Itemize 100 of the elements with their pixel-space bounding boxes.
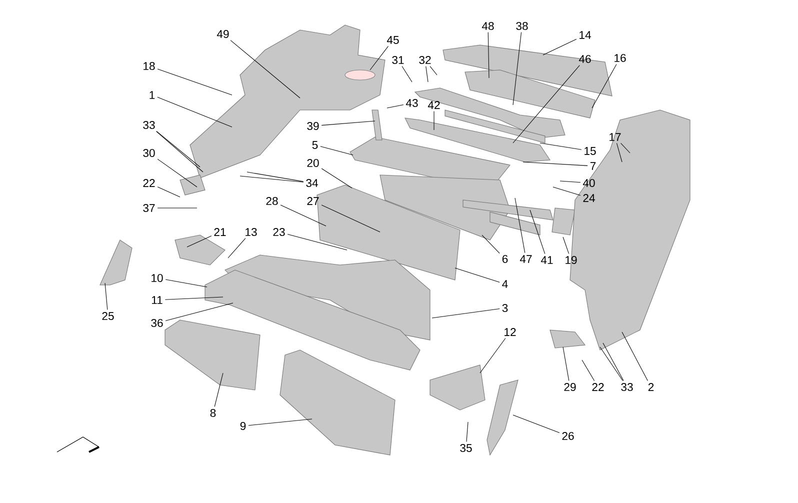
callout-number: 5 (312, 141, 318, 149)
callout-number: 1 (150, 91, 155, 99)
callout-number: 26 (562, 432, 574, 440)
callout-number: 31 (392, 56, 404, 64)
leader-line (165, 279, 208, 288)
leader-line (370, 46, 388, 70)
leader-line (228, 238, 246, 258)
leader-line (157, 68, 232, 96)
leader-line (321, 204, 380, 232)
callout-number: 47 (520, 255, 532, 263)
leader-line (560, 180, 581, 183)
callout-number: 40 (582, 179, 595, 187)
leader-line (622, 332, 648, 382)
leader-line (321, 168, 352, 188)
callout-number: 48 (482, 22, 494, 30)
callout-number: 28 (266, 197, 278, 205)
callout-number: 7 (590, 162, 596, 170)
leader-line (552, 186, 581, 196)
callout-number: 24 (583, 194, 595, 202)
callout-number: 20 (307, 159, 319, 167)
callout-number: 32 (419, 56, 431, 64)
callout-number: 39 (307, 122, 319, 130)
leader-line (616, 142, 622, 162)
leader-line (432, 308, 500, 318)
leader-line (157, 96, 232, 128)
callout-number: 3 (502, 304, 508, 312)
callout-number: 30 (143, 149, 155, 157)
leader-line (600, 346, 624, 381)
callout-number: 18 (144, 62, 155, 70)
leader-line (165, 302, 234, 322)
leader-line (104, 282, 108, 310)
leader-line (480, 338, 506, 374)
callout-number: 36 (151, 319, 163, 327)
leader-line (582, 360, 595, 382)
callout-number: 35 (460, 444, 472, 452)
callout-number: 46 (578, 55, 591, 63)
callout-number: 9 (240, 422, 246, 430)
leader-line (164, 296, 224, 300)
callout-number: 13 (246, 228, 257, 236)
callout-number: 15 (584, 147, 596, 155)
callout-number: 34 (306, 179, 318, 187)
leader-line (488, 32, 490, 78)
leader-line (482, 234, 500, 254)
leader-line (620, 142, 630, 154)
leader-line (287, 234, 348, 250)
callout-number: 4 (502, 280, 508, 288)
leader-line (430, 66, 438, 76)
leader-line (230, 40, 300, 98)
callout-number: 2 (648, 383, 654, 391)
callout-number: 14 (580, 31, 591, 39)
callout-number: 33 (621, 383, 633, 391)
leader-line (248, 418, 312, 426)
leader-line (157, 186, 180, 198)
leader-line (562, 236, 570, 254)
callout-number: 10 (152, 274, 163, 282)
callout-number: 21 (214, 228, 226, 236)
leader-line (426, 66, 428, 82)
callout-number: 29 (564, 383, 576, 391)
leader-line (246, 172, 304, 182)
leader-line (466, 422, 468, 442)
callout-number: 19 (566, 256, 577, 264)
callout-number: 43 (406, 99, 418, 107)
callout-number: 22 (143, 179, 155, 187)
leader-line (522, 162, 588, 166)
callout-number: 11 (152, 296, 162, 304)
callout-number: 41 (540, 256, 553, 264)
callout-number: 45 (386, 36, 399, 44)
callout-number: 6 (502, 255, 508, 263)
leader-line (214, 372, 224, 407)
leader-line (542, 38, 577, 56)
leader-line (540, 142, 582, 150)
leader-line (602, 342, 624, 381)
callout-number: 8 (210, 409, 216, 417)
leader-line (454, 268, 500, 283)
leader-line (512, 32, 522, 106)
leader-line (321, 120, 376, 126)
leader-line (512, 65, 580, 144)
leader-line (514, 198, 526, 254)
leader-line (562, 346, 570, 381)
callout-number: 12 (504, 328, 516, 336)
callout-number: 17 (610, 133, 621, 141)
leader-line (240, 176, 304, 182)
leader-line (402, 66, 412, 82)
callout-number: 49 (216, 30, 229, 38)
callout-number: 42 (428, 101, 440, 109)
callout-number: 38 (516, 22, 528, 30)
leader-line (512, 414, 560, 433)
leader-line (592, 64, 617, 108)
leader-line (320, 146, 354, 156)
callout-number: 25 (102, 312, 114, 320)
callout-number: 33 (143, 121, 155, 129)
callout-number: 37 (143, 204, 155, 212)
leader-line (157, 158, 198, 188)
leader-line (280, 204, 326, 226)
leader-line (530, 210, 546, 254)
leader-line (386, 104, 404, 108)
callout-number: 27 (307, 197, 319, 205)
callout-number: 22 (592, 383, 604, 391)
callout-number: 23 (273, 228, 285, 236)
callout-number: 16 (614, 54, 626, 62)
